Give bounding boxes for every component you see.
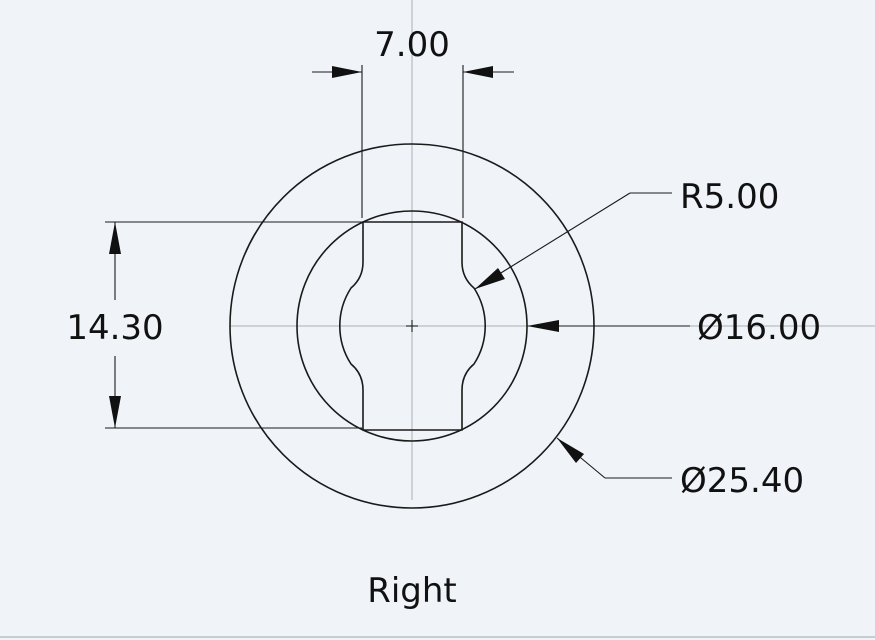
outer-diameter-dimension: Ø25.40	[680, 461, 804, 501]
view-label: Right	[367, 571, 457, 611]
flat-height-dimension: 14.30	[66, 308, 163, 348]
outer-diameter-arrow	[557, 438, 584, 463]
bore-radius-dimension: R5.00	[680, 177, 779, 217]
flat-width-arrow-right	[463, 66, 493, 78]
flat-width-dimension: 7.00	[374, 25, 450, 65]
flat-width-arrow-left	[332, 66, 362, 78]
keyed-profile	[338, 221, 487, 431]
flat-height-arrow-top	[109, 222, 121, 254]
inner-diameter-arrow	[527, 320, 559, 332]
flat-height-arrow-bottom	[109, 396, 121, 428]
inner-diameter-dimension: Ø16.00	[697, 308, 821, 348]
radius-leader-arrow	[475, 268, 505, 289]
